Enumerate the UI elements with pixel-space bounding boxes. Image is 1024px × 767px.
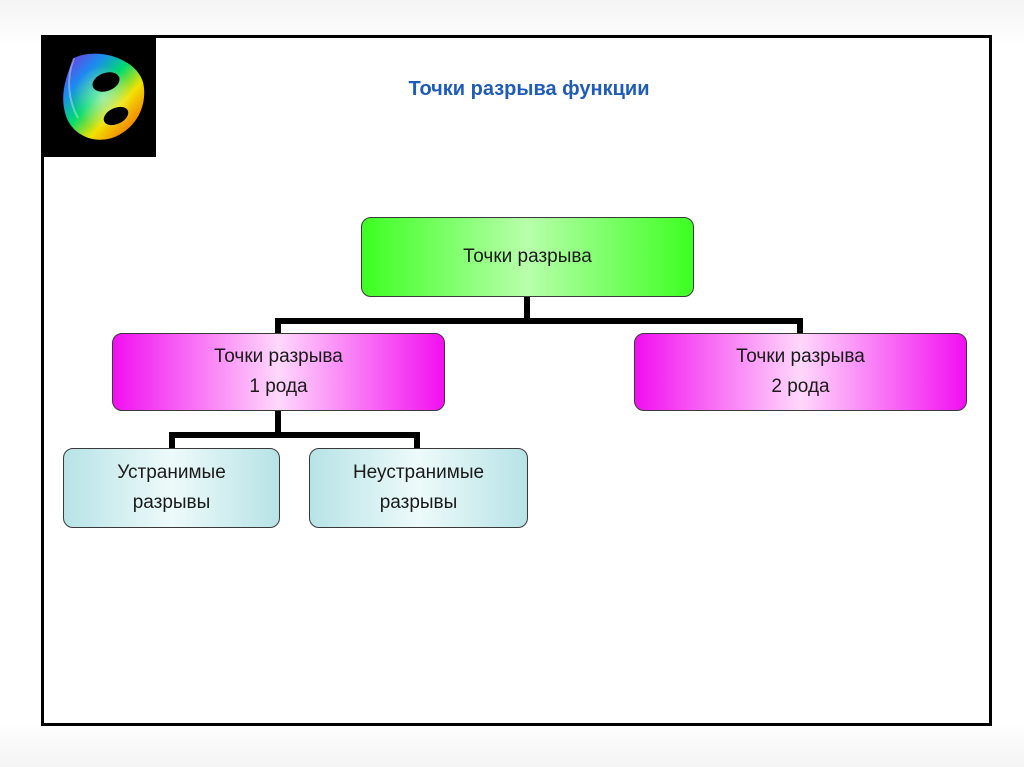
connector-lines [169, 294, 803, 451]
node-discontinuity-points: Точки разрыва [361, 217, 694, 297]
node-first-kind: Точки разрыва 1 рода [112, 333, 445, 411]
node-removable: Устранимые разрывы [63, 448, 280, 528]
slide-title: Точки разрыва функции [408, 78, 650, 100]
logo-panel [44, 38, 156, 157]
node-second-kind: Точки разрыва 2 рода [634, 333, 967, 411]
klein-bottle-logo-icon [63, 53, 145, 140]
node-nonremovable: Неустранимые разрывы [309, 448, 528, 528]
slide-frame: Точки разрыва функции Точки разрыва Точк… [41, 35, 992, 726]
